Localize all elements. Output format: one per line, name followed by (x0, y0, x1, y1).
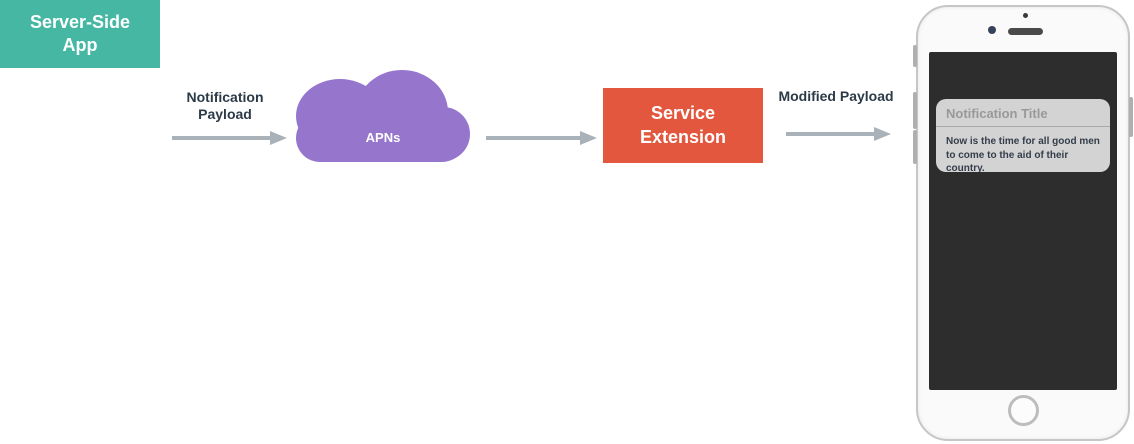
arrowhead-icon (580, 131, 597, 145)
notification-banner: Notification Title Now is the time for a… (936, 99, 1110, 172)
arrowhead-icon (270, 131, 287, 145)
server-side-app-label: Server-Side App (29, 11, 131, 55)
mute-switch (913, 45, 917, 67)
notification-divider (936, 126, 1110, 127)
notification-payload-label: Notification Payload (186, 89, 264, 122)
proximity-sensor-icon (1023, 13, 1028, 18)
apns-label: APNs (366, 130, 401, 145)
home-button (1008, 395, 1039, 426)
phone-screen: Notification Title Now is the time for a… (929, 52, 1117, 390)
volume-down-button (913, 130, 917, 164)
server-side-app-node: Server-Side App (0, 0, 160, 68)
service-extension-label: Service Extension (639, 103, 727, 147)
notification-title: Notification Title (946, 106, 1048, 121)
earpiece-speaker-icon (1008, 28, 1043, 35)
arrow-service-extension-to-phone (786, 127, 891, 141)
apns-cloud-node: APNs (296, 70, 470, 162)
modified-payload-label: Modified Payload (778, 88, 894, 104)
notification-body: Now is the time for all good men to come… (946, 136, 1100, 172)
volume-up-button (913, 92, 917, 129)
cloud-shape-icon (296, 70, 470, 162)
arrow-apns-to-service-extension (486, 131, 597, 145)
arrowhead-icon (874, 127, 891, 141)
service-extension-node: Service Extension (603, 88, 763, 163)
arrow-server-to-apns (172, 131, 287, 145)
iphone-mockup: Notification Title Now is the time for a… (913, 5, 1133, 441)
power-button (1129, 97, 1133, 137)
front-camera-icon (988, 26, 996, 34)
